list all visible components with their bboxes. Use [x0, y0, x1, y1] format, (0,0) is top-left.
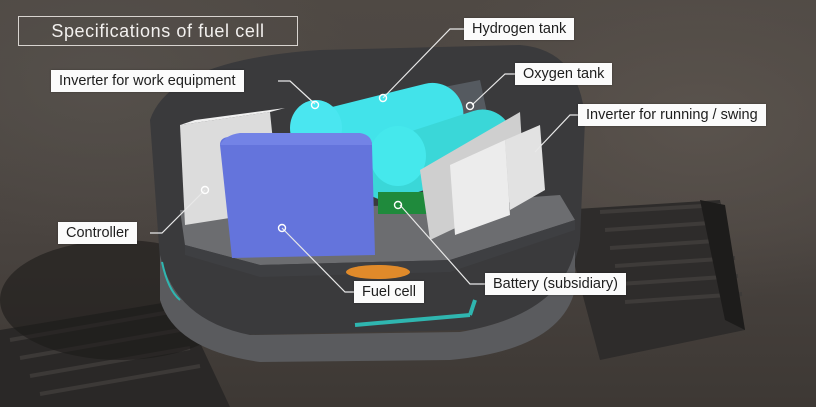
- label-fuel-cell: Fuel cell: [354, 281, 424, 303]
- battery-block: [378, 192, 428, 214]
- inverter-running-block: [420, 112, 545, 240]
- label-oxygen-tank: Oxygen tank: [515, 63, 613, 85]
- label-inverter-running-swing: Inverter for running / swing: [578, 104, 766, 126]
- leader-lines: [150, 28, 578, 293]
- label-battery: Battery (subsidiary): [485, 273, 626, 295]
- target-markers: [200, 93, 475, 233]
- fuel-cell-block: [220, 133, 375, 258]
- label-hydrogen-tank: Hydrogen tank: [464, 18, 575, 40]
- label-inverter-work-equipment: Inverter for work equipment: [51, 70, 244, 92]
- right-track: [560, 200, 745, 360]
- page-title: Specifications of fuel cell: [18, 16, 298, 46]
- label-controller: Controller: [58, 222, 137, 244]
